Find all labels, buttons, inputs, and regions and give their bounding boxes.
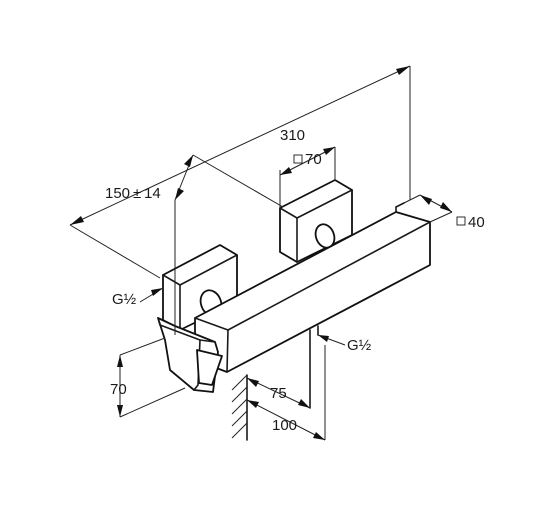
dimension-75: 75 (246, 377, 311, 409)
dimension-height-70: 70 (110, 337, 186, 418)
dim-tolerance-symbol: ± (133, 185, 141, 202)
square-symbol-icon (293, 154, 303, 164)
bottom-connection (309, 325, 319, 409)
dim-body-label: 40 (468, 214, 485, 231)
dim-rosette-label: 70 (305, 151, 322, 168)
thread-bottom: G½ (317, 334, 372, 354)
square-symbol-icon (456, 216, 466, 226)
dim-75-label: 75 (270, 385, 287, 402)
dimension-body-40: 40 (403, 194, 485, 231)
dim-310-label: 310 (280, 127, 305, 144)
dim-height-label: 70 (110, 381, 127, 398)
thread-left-label: G½ (112, 291, 137, 308)
outlet-spout (157, 317, 223, 393)
thread-bottom-label: G½ (347, 337, 372, 354)
dimension-100: 100 (246, 345, 326, 441)
dim-tolerance-label: 14 (144, 185, 161, 202)
thread-left: G½ (112, 287, 164, 308)
dimension-150: 150 ± 14 (105, 154, 284, 335)
dim-100-label: 100 (272, 417, 297, 434)
dimension-310: 310 (69, 65, 411, 279)
wall-section (231, 374, 248, 441)
dimension-rosette-70: 70 (279, 146, 336, 208)
dim-150-label: 150 (105, 185, 130, 202)
